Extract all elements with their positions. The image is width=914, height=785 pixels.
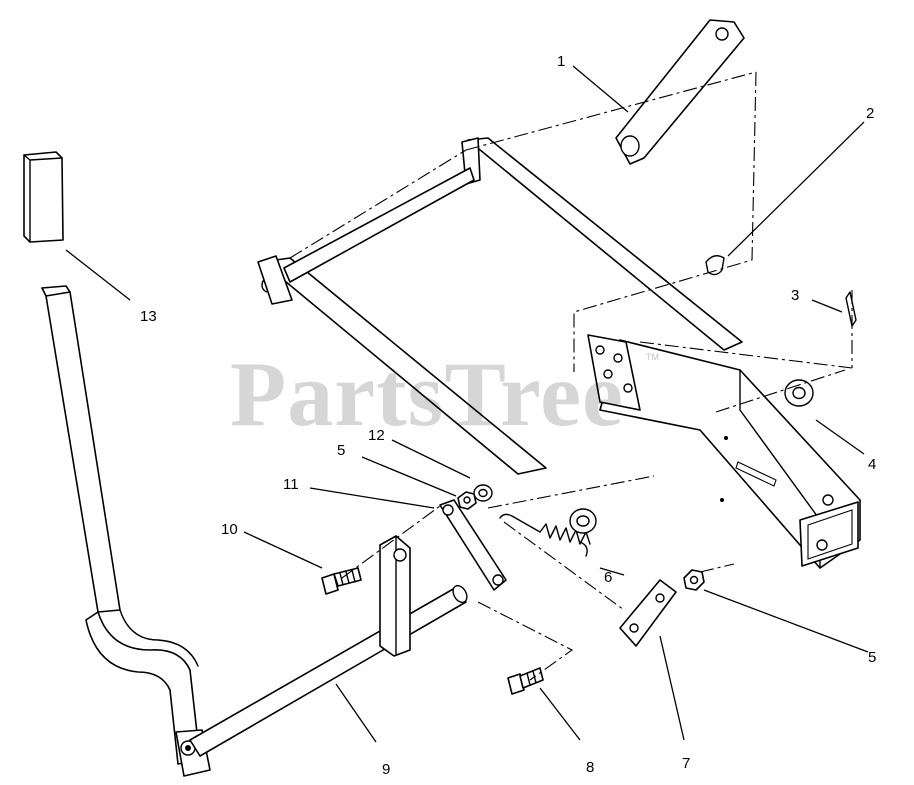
leader-lines [65,65,869,743]
watermark-text: PartsTree [230,343,624,445]
callout-labels: 1 2 3 4 5 5 6 7 8 9 10 11 12 13 [140,53,876,778]
lever-mount-bracket[interactable] [379,535,411,657]
callout-7: 7 [682,755,690,772]
washer-part-4[interactable] [784,379,814,407]
callout-10: 10 [221,521,238,538]
arm-part-1[interactable] [615,19,745,165]
callout-3: 3 [791,287,799,304]
cotter-pin-part-3[interactable] [845,291,857,327]
callout-2: 2 [866,105,874,122]
callout-5-upper: 5 [337,442,345,459]
callout-11: 11 [283,476,299,493]
clip-pin-part-2[interactable] [705,255,725,276]
bolt-part-10[interactable] [321,567,362,595]
bolt-part-8[interactable] [507,667,544,695]
callout-9: 9 [382,761,390,778]
pivot-arm-part-11[interactable] [439,499,507,591]
watermark-trademark: TM [646,352,659,362]
hitch-frame[interactable] [257,137,861,569]
callout-13: 13 [140,308,157,325]
callout-5-lower: 5 [868,649,876,666]
washer-lower[interactable] [569,508,597,534]
nut-part-5-upper[interactable] [457,491,477,510]
callout-1: 1 [557,53,565,70]
washer-part-12[interactable] [473,484,493,502]
callout-12: 12 [368,427,385,444]
nut-part-5-lower[interactable] [683,569,705,591]
callout-4: 4 [868,456,876,473]
callout-6: 6 [604,569,612,586]
handle-grip-part-13[interactable] [23,151,64,243]
plate-part-7[interactable] [619,579,677,647]
spring-part-6[interactable] [499,513,591,557]
watermark: PartsTree TM [230,343,659,445]
centerlines [289,71,853,681]
callout-8: 8 [586,759,594,776]
